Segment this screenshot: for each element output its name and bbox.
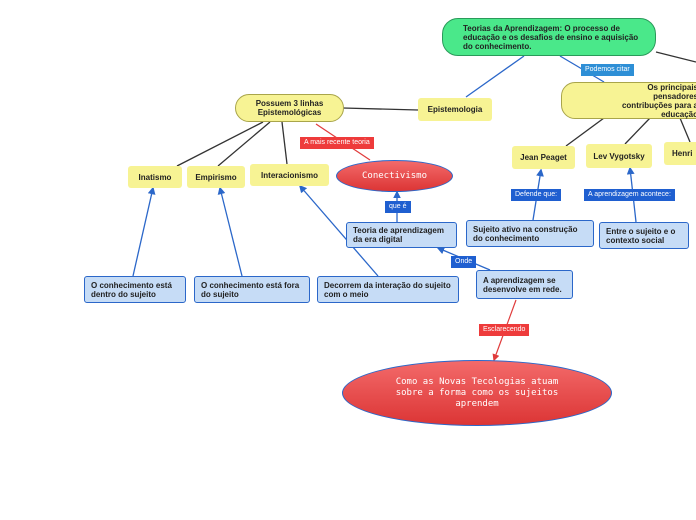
label-que-e[interactable]: que é xyxy=(385,201,411,213)
node-aprendizagem-rede[interactable]: A aprendizagem se desenvolve em rede. xyxy=(476,270,573,299)
label-mais-recente[interactable]: A mais recente teoria xyxy=(300,137,374,149)
node-empirismo[interactable]: Empirismo xyxy=(187,166,245,188)
node-teoria-era-digital[interactable]: Teoria de aprendizagem da era digital xyxy=(346,222,457,248)
node-conectivismo[interactable]: Conectivismo xyxy=(336,160,453,192)
link-possuem-interacionismo xyxy=(281,121,288,165)
node-teorias[interactable]: Teorias da Aprendizagem: O processo de e… xyxy=(442,18,656,56)
label-podemos-citar[interactable]: Podemos citar xyxy=(581,64,634,76)
node-henri[interactable]: Henri xyxy=(664,142,696,165)
node-conhecimento-dentro[interactable]: O conhecimento está dentro do sujeito xyxy=(84,276,186,303)
link-possuem-epistemologia xyxy=(342,107,419,111)
node-sujeito-ativo[interactable]: Sujeito ativo na construção do conhecime… xyxy=(466,220,594,247)
label-defende-que[interactable]: Defende que: xyxy=(511,189,562,201)
label-esclarecendo[interactable]: Esclarecendo xyxy=(479,324,530,336)
node-decorrem[interactable]: Decorrem da interação do sujeito com o m… xyxy=(317,276,459,303)
link-principais-henri xyxy=(679,117,691,143)
link-teorias-right xyxy=(655,51,696,63)
node-inatismo[interactable]: Inatismo xyxy=(128,166,182,188)
label-onde[interactable]: Onde xyxy=(451,256,477,268)
link-teorias-epistemologia xyxy=(465,55,525,98)
node-interacionismo[interactable]: Interacionismo xyxy=(250,164,329,186)
link-possuem-inatismo xyxy=(176,121,264,167)
link-interacionismo-decorrem xyxy=(298,184,379,277)
node-conhecimento-fora[interactable]: O conhecimento está fora do sujeito xyxy=(194,276,310,303)
link-principais-jean xyxy=(565,117,605,147)
link-inatismo-conhecimento xyxy=(132,186,156,277)
link-empirismo-conhecimento xyxy=(217,186,243,277)
node-jean[interactable]: Jean Peaget xyxy=(512,146,575,169)
node-entre-sujeito[interactable]: Entre o sujeito e o contexto social xyxy=(599,222,689,249)
node-epistemologia[interactable]: Epistemologia xyxy=(418,98,492,121)
label-aprendizagem-acontece[interactable]: A aprendizagem acontece: xyxy=(584,189,675,201)
node-novas-tecnologias[interactable]: Como as Novas Tecologias atuam sobre a f… xyxy=(342,360,612,426)
link-possuem-empirismo xyxy=(217,121,271,167)
node-possuem[interactable]: Possuem 3 linhas Epistemológicas xyxy=(235,94,344,122)
link-principais-lev xyxy=(624,117,651,145)
node-principais[interactable]: Os principais pensadores contribuções pa… xyxy=(561,82,696,119)
node-lev[interactable]: Lev Vygotsky xyxy=(586,144,652,168)
